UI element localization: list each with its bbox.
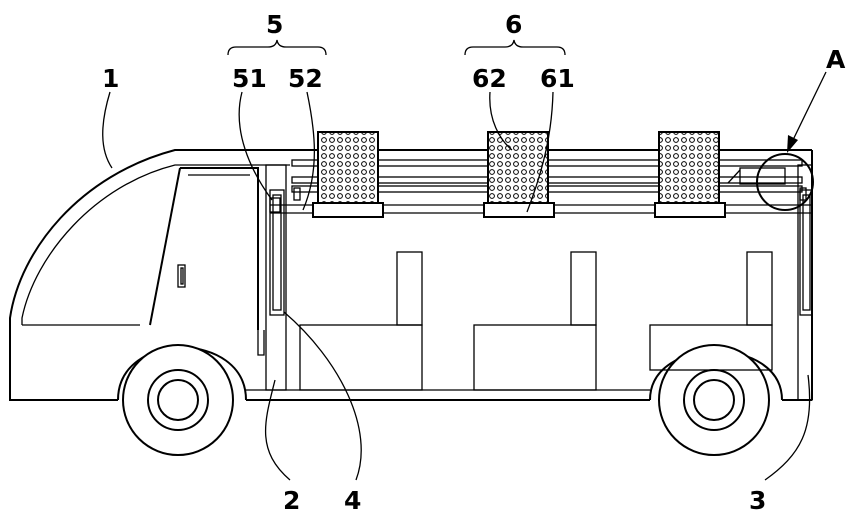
label-6: 6 [505,10,522,39]
label-a: A [826,45,846,74]
label-52: 52 [288,64,323,93]
brace-6 [465,40,565,55]
label-3: 3 [749,486,766,515]
label-62: 62 [472,64,507,93]
mesh-panel-2 [488,132,548,203]
label-5: 5 [266,10,283,39]
mesh-panel-1 [318,132,378,203]
rear-wheel [650,345,782,455]
arrow-to-detail-a [787,72,826,153]
seat-row-1 [300,252,422,390]
front-wheel [118,345,246,455]
mesh-panel-3 [659,132,719,203]
brace-5 [228,40,326,55]
label-4: 4 [344,486,361,515]
label-61: 61 [540,64,575,93]
front-door-post [266,165,286,390]
label-1: 1 [102,64,119,93]
seat-row-2 [474,252,596,390]
label-2: 2 [283,486,300,515]
label-51: 51 [232,64,267,93]
